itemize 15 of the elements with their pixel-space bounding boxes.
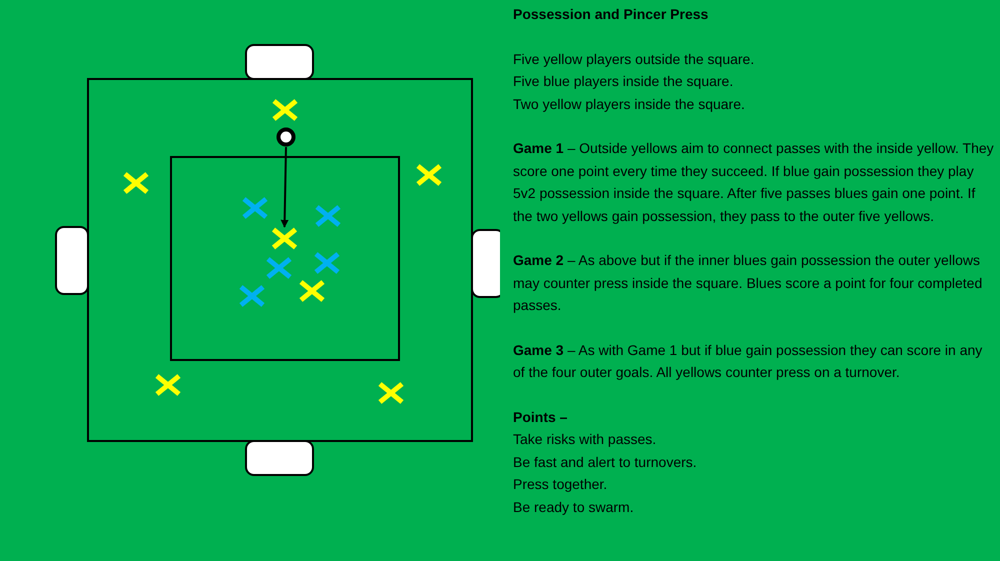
text-line: Game 1 – Outside yellows aim to connect passes with the inside yellow. They score one point every time they succeed. If blue gain possession they play 5v2 possession inside the square. After five passes blues gain one point. If the two yellows gain possession, they pass to the outer five yellows. (513, 139, 995, 226)
text-line: Press together. (513, 475, 608, 494)
text-line: Five blue players inside the square. (513, 72, 734, 91)
player-cross-marker (272, 227, 297, 250)
title: Possession and Pincer Press (513, 5, 710, 24)
pass-arrow (280, 146, 289, 228)
text-line: Points – (513, 408, 568, 426)
text-line: Game 2 – As above but if the inner blues gain possession the outer yellows may counter press inside the square. Blues score a point for four completed passes. (513, 251, 984, 315)
text-line: Two yellow players inside the square. (513, 94, 746, 114)
text-line: Be fast and alert to turnovers. (513, 452, 698, 472)
text-line: Game 3 – As with Game 1 but if blue gain possession they can score in any of the four outer goals. All yellows counter press on a turnover. (513, 340, 984, 382)
text-line: Be ready to swarm. (513, 498, 635, 517)
ball (276, 127, 296, 147)
text-line: Take risks with passes. (513, 430, 658, 449)
text-line: Five yellow players outside the square. (513, 50, 756, 69)
